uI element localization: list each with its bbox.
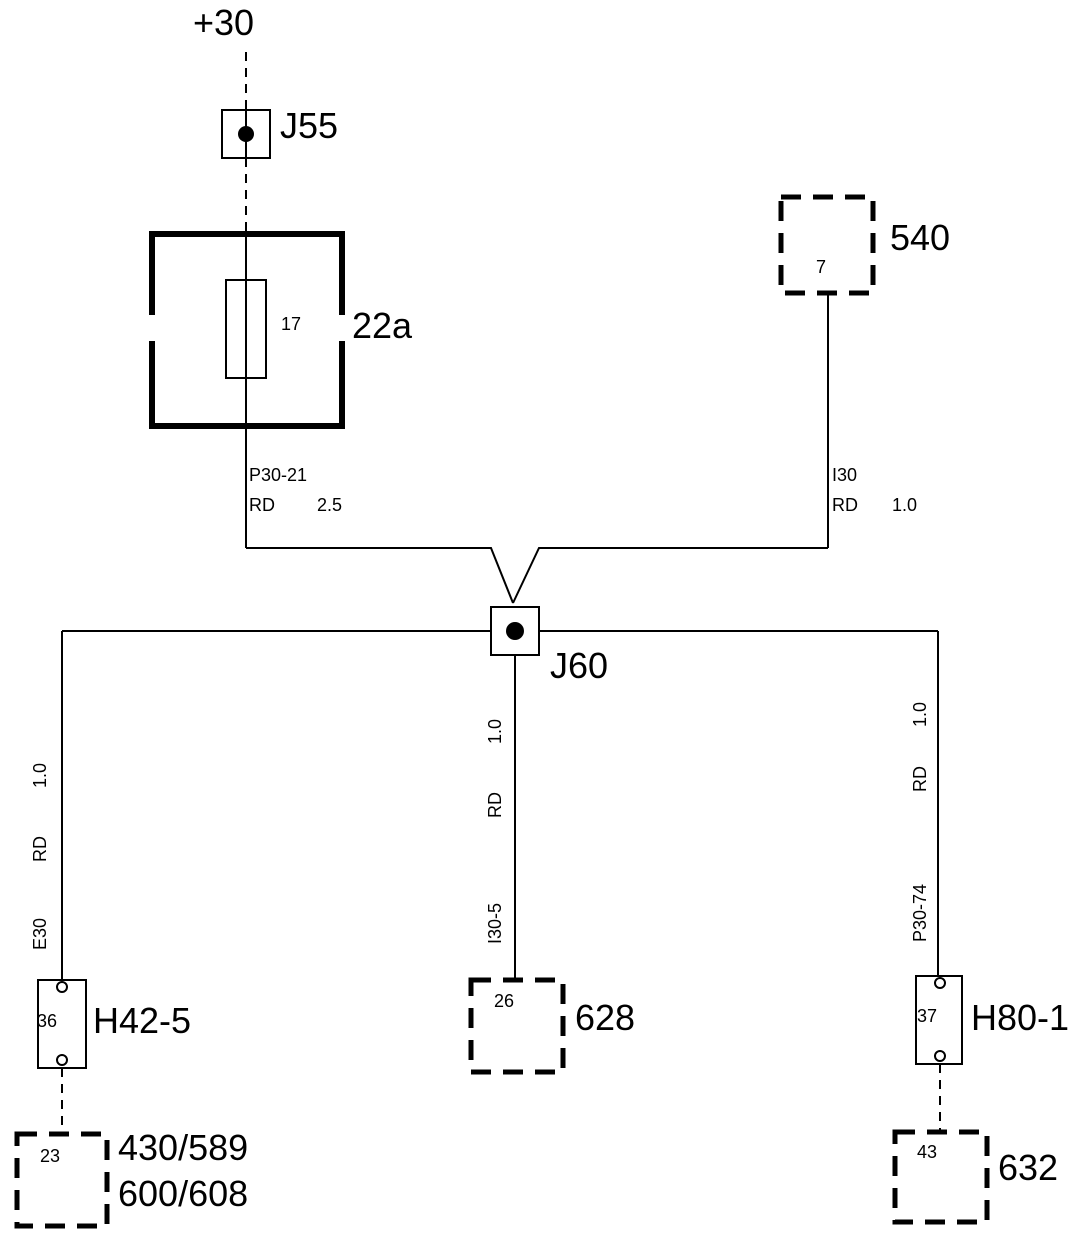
to-h80-wire-color: RD — [910, 766, 930, 792]
to-h42-wire-color: RD — [30, 836, 50, 862]
supply-label: +30 — [193, 2, 254, 43]
j60-label: J60 — [550, 645, 608, 686]
connector-h42-5-pin-bottom — [56, 1054, 68, 1066]
to-628-wire-id: I30-5 — [485, 903, 505, 944]
module-540-box — [778, 194, 876, 296]
left-splice-wire — [246, 547, 514, 604]
module-430-label-line2: 600/608 — [118, 1173, 248, 1214]
module-430-pin: 23 — [40, 1146, 60, 1166]
module-632-label: 632 — [998, 1147, 1058, 1188]
module-628-pin: 26 — [494, 991, 514, 1011]
connector-h42-5-pin-top — [56, 981, 68, 993]
connector-h42-5-label: H42-5 — [93, 1000, 191, 1041]
module-540-label: 540 — [890, 217, 950, 258]
fuse-out-wire-id: P30-21 — [249, 465, 307, 485]
to-h42-wire-size: 1.0 — [30, 763, 50, 788]
module-632-box — [892, 1129, 990, 1225]
fuse-out-wire-color: RD — [249, 495, 275, 515]
fuse-number: 17 — [281, 314, 301, 334]
module-430-box — [14, 1131, 110, 1229]
connector-h80-1-pin-bottom — [934, 1050, 946, 1062]
j55-label: J55 — [280, 105, 338, 146]
j60-junction-dot — [506, 622, 524, 640]
fuse-out-wire-size: 2.5 — [317, 495, 342, 515]
connector-h80-1-label: H80-1 — [971, 997, 1069, 1038]
module-540-pin: 7 — [816, 257, 826, 277]
connector-h42-5-pin-number: 36 — [37, 1011, 57, 1031]
module-628-box — [468, 977, 566, 1075]
from-540-wire-size: 1.0 — [892, 495, 917, 515]
module-632-pin: 43 — [917, 1142, 937, 1162]
from-540-wire-color: RD — [832, 495, 858, 515]
connector-h80-1 — [915, 975, 963, 1065]
right-splice-wire — [512, 547, 828, 604]
j55-junction-dot — [238, 126, 254, 142]
to-h80-wire-size: 1.0 — [910, 702, 930, 727]
fuse-block-gap-left — [146, 315, 160, 341]
fuse-block-gap-right — [335, 315, 349, 341]
to-h80-wire-id: P30-74 — [910, 884, 930, 942]
from-540-wire-id: I30 — [832, 465, 857, 485]
to-628-wire-size: 1.0 — [485, 719, 505, 744]
module-628-label: 628 — [575, 997, 635, 1038]
connector-h80-1-pin-number: 37 — [917, 1006, 937, 1026]
module-430-label-line1: 430/589 — [118, 1127, 248, 1168]
to-h42-wire-id: E30 — [30, 918, 50, 950]
connector-h42-5 — [37, 979, 87, 1069]
fuse-block-label: 22a — [352, 305, 413, 346]
to-628-wire-color: RD — [485, 792, 505, 818]
connector-h80-1-pin-top — [934, 977, 946, 989]
